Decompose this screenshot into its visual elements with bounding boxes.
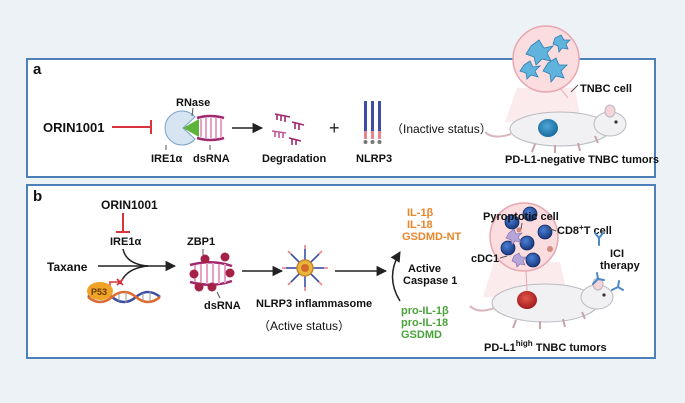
ire1a-rnase-icon [164,110,196,146]
dsrna-leader-b [216,291,221,299]
antibody-icons [592,232,624,291]
rnase-leader [191,107,194,117]
il1b-label: IL-1β [407,207,434,219]
merging-arrows [98,248,177,285]
tumor-b [517,291,537,309]
gsdmd-nt-label: GSDMD-NT [402,231,462,243]
nlrp3-inflammasome-icon [282,245,328,291]
inhibition-bar-a [112,120,152,134]
active-status-label: （Active status） [258,319,350,333]
il18-label: IL-18 [407,219,433,231]
tumor-microenvironment-cells [500,206,553,268]
therapy-label: therapy [600,260,641,272]
p53-label: P53 [91,287,107,297]
cd8-leader [547,227,557,232]
magnifier-stem-a [559,87,569,99]
pyroptotic-cell-label: Pyroptotic cell [483,211,559,223]
panel-a-label: a [33,61,42,78]
orin1001-label-a: ORIN1001 [43,120,104,135]
mouse-illustration-b [469,262,614,329]
caspase-label-2: Caspase 1 [403,275,457,287]
tumor-caption-b: PD-L1high TNBC tumors [484,339,607,354]
nlrp3-icon [363,101,382,144]
pro-il1b-label: pro-IL-1β [401,305,449,317]
ici-label: ICI [610,248,624,260]
dsrna-icon-a [196,114,225,142]
zbp1-label: ZBP1 [187,236,215,248]
rnase-arrow-icon [183,119,199,137]
dsrna-label-b: dsRNA [204,300,241,312]
zbp1-dsrna-complex [189,252,235,292]
degradation-label: Degradation [262,153,326,165]
pro-il18-label: pro-IL-18 [401,317,448,329]
rnase-label: RNase [176,97,210,109]
cd8-t-cell-label: CD8+T cell [557,223,612,237]
dsrna-label-a: dsRNA [193,153,230,165]
precursor-products: pro-IL-1β pro-IL-18 GSDMD [401,305,449,341]
mature-products: IL-1β IL-18 GSDMD-NT [402,207,462,243]
magnifier-stem-b [525,270,528,292]
caspase-conversion-arrow [390,251,401,302]
tnbc-cells-cluster-a [519,34,571,83]
plus-sign: + [329,118,340,138]
tumor-a [538,119,558,137]
nlrp3-label-a: NLRP3 [356,153,392,165]
orin1001-label-b: ORIN1001 [101,198,158,212]
cdc1-label: cDC1 [471,253,499,265]
rna-fragments-icon [271,113,305,145]
mouse-illustration-a [484,88,627,153]
tumor-caption-a: PD-L1-negative TNBC tumors [505,154,659,166]
caspase-label-1: Active [408,263,441,275]
gsdmd-label: GSDMD [401,329,442,341]
ire1a-label-a: IRE1α [151,153,182,165]
tnbc-cell-leader [570,84,579,93]
p53-protein [87,282,113,300]
inflammasome-label: NLRP3 inflammasome [256,298,372,310]
inactive-status-label: （Inactive status） [391,122,492,136]
cdc1-leader [499,255,508,259]
inhibition-bar-b [116,213,130,233]
pyroptotic-leader [520,222,523,230]
taxane-label: Taxane [47,260,88,274]
panel-b-label: b [33,188,42,205]
ire1a-label-b: IRE1α [110,236,141,248]
tnbc-cell-label: TNBC cell [580,83,632,95]
